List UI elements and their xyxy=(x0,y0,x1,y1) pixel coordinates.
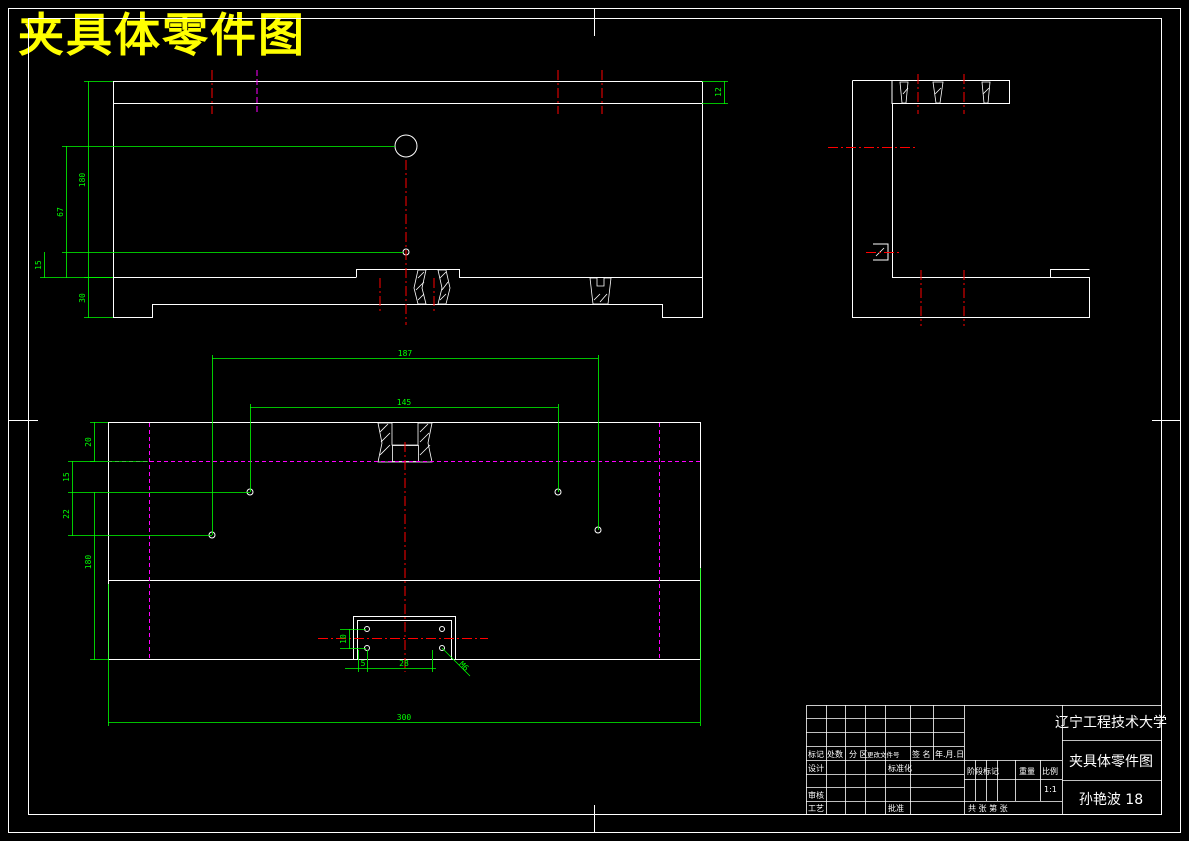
tb-label-standardize: 标准化 xyxy=(888,763,912,773)
tb-label-change-doc: 更改文件号 xyxy=(867,750,900,759)
dim-10: 10 xyxy=(339,634,348,644)
plan-view: 187 145 20 15 22 180 300 10 5 28 M6 xyxy=(62,349,701,726)
dim-15-front: 15 xyxy=(34,260,43,270)
dim-180-vertical: 180 xyxy=(78,173,87,188)
side-view xyxy=(828,74,1090,326)
dim-22: 22 xyxy=(62,509,71,519)
side-view-center-lines xyxy=(828,74,965,326)
tb-label-sheets: 共 张 第 张 xyxy=(968,803,1008,813)
tb-label-mark: 标记 xyxy=(808,749,824,759)
plan-view-hidden-lines xyxy=(108,423,700,659)
tb-label-weight: 重量 xyxy=(1019,766,1035,776)
tb-label-zone: 分 区 xyxy=(849,750,868,759)
title-block: 标记 处数 分 区 更改文件号 签 名 年.月.日 设计 标准化 阶段标记 重量… xyxy=(806,705,1167,815)
dim-187: 187 xyxy=(398,349,413,358)
tb-label-signature: 签 名 xyxy=(912,749,931,759)
front-view-dimensions xyxy=(40,81,728,318)
dim-12: 12 xyxy=(714,87,723,97)
tb-author: 孙艳波 18 xyxy=(1079,792,1143,808)
tb-school: 辽宁工程技术大学 xyxy=(1055,714,1167,731)
sheet-border xyxy=(8,8,1181,833)
dim-30: 30 xyxy=(78,293,87,303)
tb-label-count: 处数 xyxy=(827,749,843,759)
tb-label-design: 设计 xyxy=(808,763,824,773)
plan-view-hatch xyxy=(377,422,433,463)
title-block-grid xyxy=(806,705,1162,815)
dim-28: 28 xyxy=(399,659,409,668)
tb-label-date: 年.月.日 xyxy=(935,749,964,759)
tb-label-stage-mark: 阶段标记 xyxy=(967,766,999,776)
dim-145: 145 xyxy=(397,398,412,407)
drawing-title: 夹具体零件图 xyxy=(18,8,306,62)
tb-label-review: 审核 xyxy=(808,790,824,800)
tb-label-approve: 批准 xyxy=(888,803,904,813)
plan-view-center-lines xyxy=(318,442,488,672)
plan-view-dimensions xyxy=(68,355,701,726)
front-view-hatch xyxy=(413,269,612,305)
dim-5: 5 xyxy=(361,659,366,668)
dim-20: 20 xyxy=(84,437,93,447)
dim-300: 300 xyxy=(397,713,412,722)
dim-180-plan: 180 xyxy=(84,555,93,570)
tb-scale: 1:1 xyxy=(1044,785,1057,794)
tb-drawing-name: 夹具体零件图 xyxy=(1069,754,1153,770)
front-view: 12 180 67 15 30 xyxy=(34,70,728,325)
dim-67: 67 xyxy=(56,207,65,217)
dim-15-plan: 15 xyxy=(62,472,71,482)
front-view-center-lines xyxy=(211,70,603,325)
side-view-hatch xyxy=(875,81,991,257)
side-view-outline xyxy=(852,80,1090,318)
dim-m6: M6 xyxy=(457,660,470,673)
front-view-outline xyxy=(113,81,703,318)
tb-label-process: 工艺 xyxy=(808,804,824,813)
tb-label-ratio: 比例 xyxy=(1042,766,1058,776)
